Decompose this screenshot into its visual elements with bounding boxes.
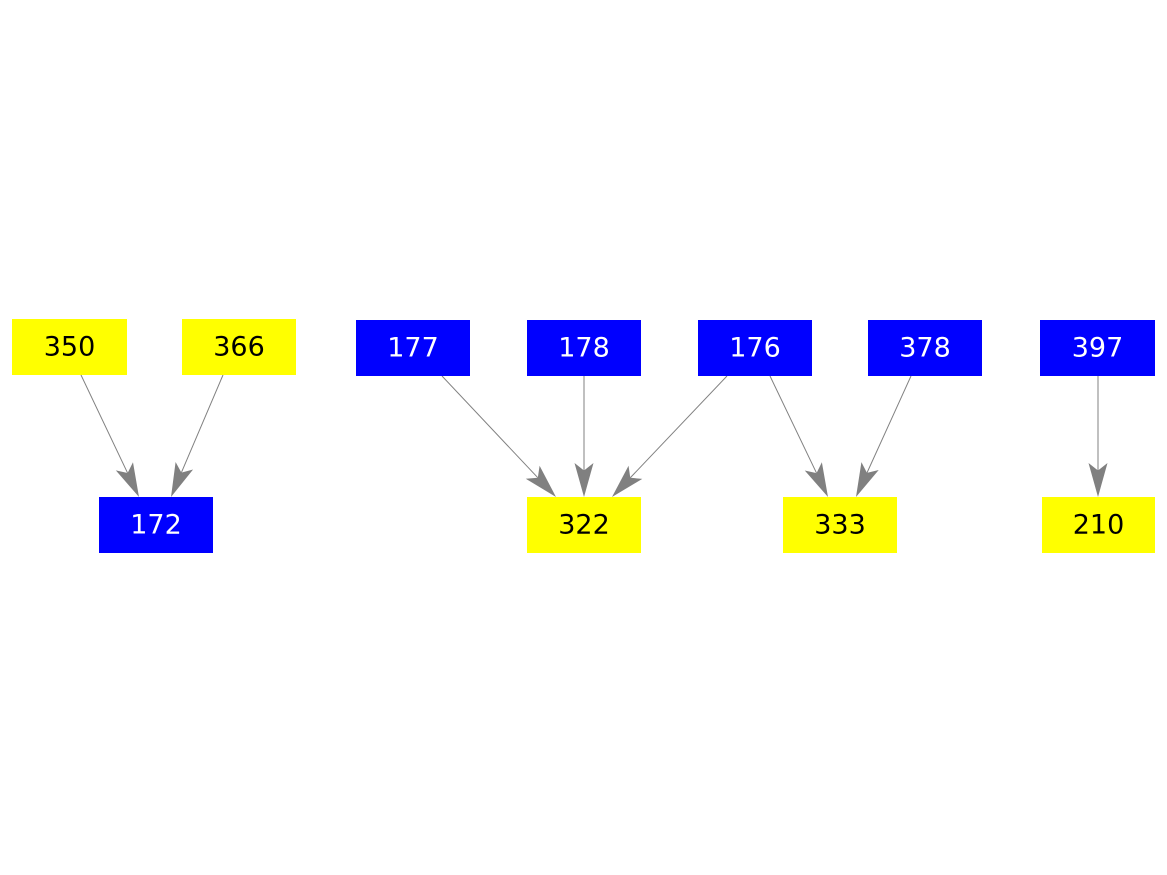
node-210[interactable]: 210: [1042, 497, 1155, 553]
edge-176-to-322: [612, 375, 728, 497]
arrowhead-icon: [574, 463, 594, 497]
node-box[interactable]: [527, 320, 641, 376]
node-box[interactable]: [1040, 320, 1155, 376]
node-366[interactable]: 366: [182, 319, 296, 375]
edge-350-to-172: [80, 374, 139, 497]
edge-176-to-333: [769, 375, 828, 497]
edge-397-to-210: [1088, 376, 1108, 497]
arrowhead-icon: [804, 462, 828, 497]
node-layer: 350 366 172 177 178 176 378 397 322 333 210: [12, 319, 1155, 553]
node-397[interactable]: 397: [1040, 320, 1155, 376]
node-label: 378: [899, 333, 951, 364]
node-322[interactable]: 322: [527, 497, 641, 553]
node-178[interactable]: 178: [527, 320, 641, 376]
node-box[interactable]: [698, 320, 812, 376]
node-350[interactable]: 350: [12, 319, 127, 375]
arrowhead-icon: [612, 465, 643, 497]
edge-178-to-322: [574, 376, 594, 497]
node-label: 177: [387, 333, 439, 364]
node-label: 322: [558, 510, 610, 541]
edge-366-to-172: [171, 374, 224, 497]
edge-layer: [80, 374, 1108, 497]
node-label: 397: [1072, 333, 1124, 364]
node-box[interactable]: [12, 319, 127, 375]
node-label: 172: [130, 510, 182, 541]
arrowhead-icon: [115, 462, 139, 497]
arrowhead-icon: [171, 461, 194, 497]
edge-shaft: [180, 374, 224, 473]
node-label: 176: [729, 333, 781, 364]
edge-177-to-322: [441, 375, 556, 497]
node-box[interactable]: [527, 497, 641, 553]
node-378[interactable]: 378: [868, 320, 982, 376]
node-172[interactable]: 172: [99, 497, 213, 553]
node-177[interactable]: 177: [356, 320, 470, 376]
node-label: 210: [1073, 510, 1125, 541]
edge-378-to-333: [856, 375, 912, 497]
edge-shaft: [80, 374, 129, 474]
node-label: 350: [44, 332, 96, 363]
arrowhead-icon: [856, 462, 879, 497]
node-box[interactable]: [99, 497, 213, 553]
node-box[interactable]: [182, 319, 296, 375]
edge-shaft: [629, 375, 728, 479]
node-box[interactable]: [356, 320, 470, 376]
edge-shaft: [866, 375, 912, 474]
node-box[interactable]: [1042, 497, 1155, 553]
node-box[interactable]: [868, 320, 982, 376]
edge-shaft: [441, 375, 539, 479]
edge-shaft: [769, 375, 817, 474]
node-333[interactable]: 333: [783, 497, 897, 553]
node-box[interactable]: [783, 497, 897, 553]
node-176[interactable]: 176: [698, 320, 812, 376]
arrowhead-icon: [1088, 463, 1108, 497]
node-label: 178: [558, 333, 610, 364]
node-label: 366: [213, 332, 265, 363]
node-label: 333: [814, 510, 866, 541]
arrowhead-icon: [525, 465, 556, 497]
